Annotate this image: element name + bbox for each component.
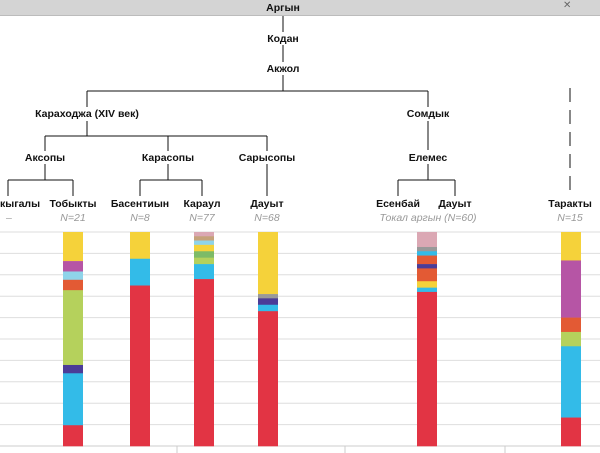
node-karasopy: Карасопы bbox=[141, 152, 195, 164]
bar-segment-Таракты-5 bbox=[561, 417, 581, 447]
node-elemes: Елемес bbox=[408, 152, 448, 164]
bar-segment-Токал аргын-6 bbox=[417, 281, 437, 288]
bar-segment-Тобыкты-7 bbox=[63, 425, 83, 447]
node-karakhodzha: Караходжа (XIV век) bbox=[35, 108, 139, 120]
bar-segment-Караул-4 bbox=[194, 251, 214, 258]
bar-segment-Таракты-2 bbox=[561, 317, 581, 333]
bar-segment-Таракты-0 bbox=[561, 232, 581, 261]
bar-segment-Караул-7 bbox=[194, 279, 214, 447]
leaf-kygaly: кыгалы bbox=[0, 198, 41, 210]
bar-segment-Караул-3 bbox=[194, 244, 214, 252]
bar-segment-Дауыт-1 bbox=[258, 294, 278, 299]
bar-segment-Дауыт-2 bbox=[258, 298, 278, 306]
leaf-esenbay: Есенбай bbox=[376, 198, 420, 210]
count-tokal-argyn: Токал аргын (N=60) bbox=[379, 212, 477, 224]
count-dauyt: N=68 bbox=[254, 212, 280, 224]
bar-segment-Токал аргын-2 bbox=[417, 251, 437, 256]
count-karauyl: N=77 bbox=[189, 212, 215, 224]
count-kygaly: – bbox=[6, 212, 12, 224]
bar-segment-Токал аргын-8 bbox=[417, 291, 437, 447]
node-somdyk: Сомдык bbox=[406, 108, 450, 120]
chart-gridlines bbox=[0, 231, 600, 447]
bar-segment-Таракты-1 bbox=[561, 260, 581, 318]
bar-segment-Тобыкты-3 bbox=[63, 279, 83, 291]
bar-segment-Токал аргын-3 bbox=[417, 255, 437, 265]
bar-segment-Тобыкты-2 bbox=[63, 271, 83, 281]
bar-segment-Таракты-3 bbox=[561, 331, 581, 347]
leaf-tobykty: Тобыкты bbox=[49, 198, 97, 210]
bar-segment-Токал аргын-7 bbox=[417, 287, 437, 293]
bar-segment-Караул-5 bbox=[194, 257, 214, 265]
close-icon[interactable]: ✕ bbox=[563, 0, 572, 11]
bar-segment-Токал аргын-5 bbox=[417, 268, 437, 282]
bar-segment-Басентиын-0 bbox=[130, 232, 150, 260]
bar-segment-Басентиын-2 bbox=[130, 285, 150, 447]
node-akzhol: Акжол bbox=[266, 63, 300, 75]
bar-segment-Караул-1 bbox=[194, 236, 214, 241]
node-kodan: Кодан bbox=[267, 33, 299, 45]
stacked-bars bbox=[63, 232, 581, 447]
count-taraktyl: N=15 bbox=[557, 212, 583, 224]
leaf-basentiyn: Басентиын bbox=[110, 198, 170, 210]
bar-segment-Токал аргын-4 bbox=[417, 264, 437, 269]
bar-segment-Дауыт-3 bbox=[258, 304, 278, 312]
node-sarysopy: Сарысопы bbox=[238, 152, 296, 164]
count-tobykty: N=21 bbox=[60, 212, 86, 224]
bar-segment-Тобыкты-6 bbox=[63, 373, 83, 426]
bar-segment-Токал аргын-1 bbox=[417, 246, 437, 252]
bar-segment-Басентиын-1 bbox=[130, 258, 150, 286]
leaf-karauyl: Караул bbox=[183, 198, 221, 210]
bar-segment-Тобыкты-4 bbox=[63, 290, 83, 366]
bar-segment-Дауыт-4 bbox=[258, 311, 278, 447]
bar-segment-Караул-0 bbox=[194, 232, 214, 237]
leaf-dauyt-sarysopy: Дауыт bbox=[250, 198, 284, 210]
bar-segment-Тобыкты-0 bbox=[63, 232, 83, 262]
node-aksopy: Аксопы bbox=[24, 152, 66, 164]
header-bar bbox=[0, 0, 600, 16]
leaf-dauyt-elemes: Дауыт bbox=[438, 198, 472, 210]
bar-segment-Токал аргын-0 bbox=[417, 232, 437, 248]
bar-segment-Караул-2 bbox=[194, 240, 214, 246]
node-root: Аргын bbox=[266, 2, 300, 14]
bar-segment-Дауыт-0 bbox=[258, 232, 278, 295]
leaf-taraktyl: Таракты bbox=[548, 198, 592, 210]
bar-segment-Караул-6 bbox=[194, 264, 214, 280]
bar-segment-Тобыкты-1 bbox=[63, 261, 83, 272]
count-basentiyn: N=8 bbox=[130, 212, 150, 224]
bar-segment-Тобыкты-5 bbox=[63, 364, 83, 374]
tree-edges bbox=[0, 16, 600, 453]
bar-segment-Таракты-4 bbox=[561, 346, 581, 418]
